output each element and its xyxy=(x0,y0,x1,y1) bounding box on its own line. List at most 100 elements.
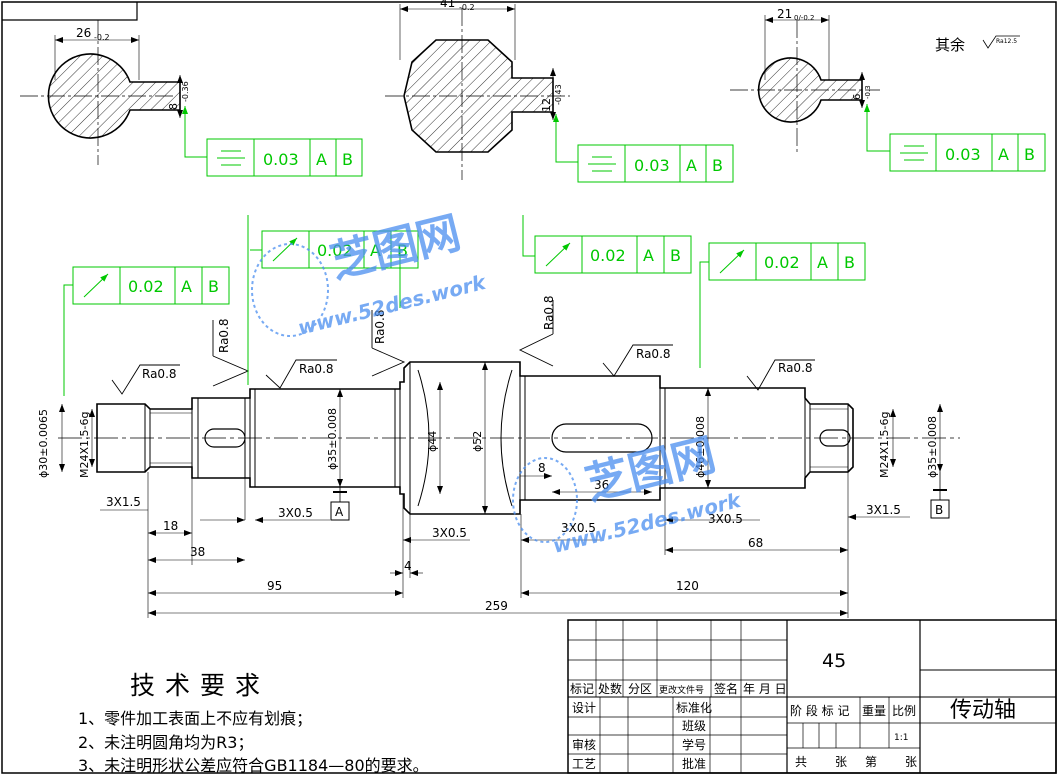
runout-4-tol: 0.02 xyxy=(764,253,800,272)
dim-chamfer-6: 3X1.5 xyxy=(866,503,901,517)
dim-d44: ϕ44 xyxy=(426,431,439,452)
length-dimension-labels: 18 38 95 4 8 36 68 120 259 3X1.5 3X0.5 3… xyxy=(106,461,901,613)
tb-date: 年 月 日 xyxy=(743,682,787,696)
tb-class: 班级 xyxy=(682,719,706,733)
dim-chamfer-5: 3X0.5 xyxy=(708,512,743,526)
title-block xyxy=(567,619,1057,774)
section-view-2: 41 -0.2 12 -0.43 0.03 A B xyxy=(385,0,734,183)
sec2-depth: 12 xyxy=(540,98,553,112)
dim-d52: ϕ52 xyxy=(471,431,484,452)
section-view-3: 21 0/-0.2 6 -0.3 0.03 A B xyxy=(730,7,1046,172)
tb-zone: 分区 xyxy=(628,682,652,696)
sec1-tol: 0.03 xyxy=(263,150,299,169)
runout-leaders xyxy=(63,215,709,396)
dim-38: 38 xyxy=(190,545,205,559)
dim-18: 18 xyxy=(163,519,178,533)
sec1-datum-b: B xyxy=(342,150,353,169)
runout-frame-3: 0.02 A B xyxy=(534,235,692,274)
sec3-depth: 6 xyxy=(852,94,863,100)
tb-scale-val: 1:1 xyxy=(894,733,908,743)
sec3-gdt-frame: 0.03 A B xyxy=(889,133,1046,172)
ra-1: Ra0.8 xyxy=(142,367,177,381)
tb-process: 工艺 xyxy=(572,757,596,771)
sec3-tol: 0.03 xyxy=(945,145,981,164)
datum-a-label: A xyxy=(335,505,344,519)
diameter-dimensions: ϕ30±0.0065 M24X1.5-6g ϕ35±0.008 ϕ44 ϕ52 … xyxy=(37,362,943,514)
tb-nth: 第 xyxy=(865,755,877,769)
sec3-width-tol: 0/-0.2 xyxy=(794,14,814,22)
runout-1-d2: B xyxy=(208,277,219,296)
tb-scale: 比例 xyxy=(892,704,916,718)
runout-3-d1: A xyxy=(643,246,654,265)
sec1-width: 26 xyxy=(76,26,91,40)
tb-part-name: 传动轴 xyxy=(950,698,1016,723)
runout-frame-2: 0.02 A B xyxy=(261,230,419,269)
ra-6: Ra0.8 xyxy=(373,309,387,344)
sec3-width: 21 xyxy=(777,7,792,21)
corner-box xyxy=(2,2,138,21)
sec2-tol: 0.03 xyxy=(634,156,670,175)
runout-1-tol: 0.02 xyxy=(128,277,164,296)
tb-sheet: 张 xyxy=(835,755,847,769)
tb-material: 45 xyxy=(822,650,846,672)
sec1-width-tol: -0.2 xyxy=(94,33,110,42)
watermark-2: 芝图网 www.52des.work xyxy=(512,429,744,558)
tb-standard: 标准化 xyxy=(676,701,712,715)
tb-sheet2: 张 xyxy=(905,755,917,769)
keyway-left xyxy=(204,428,246,448)
remaining-roughness-note: 其余 Ra12.5 xyxy=(935,35,1020,54)
remaining-ra: Ra12.5 xyxy=(996,38,1017,45)
dim-m24-left: M24X1.5-6g xyxy=(78,412,91,478)
sec3-datum-b: B xyxy=(1024,145,1035,164)
section-view-1: 26 -0.2 8 -0.36 0.03 A B xyxy=(20,20,363,177)
runout-frame-4: 0.02 A B xyxy=(708,242,866,281)
tb-design: 设计 xyxy=(572,701,596,715)
runout-4-d2: B xyxy=(844,253,855,272)
dim-95: 95 xyxy=(267,579,282,593)
sec1-depth: 8 xyxy=(167,103,180,110)
tb-mark: 标记 xyxy=(570,682,594,696)
watermark-1-text: 芝图网 xyxy=(325,207,465,288)
runout-2-tol: 0.02 xyxy=(317,241,353,260)
tb-review: 审核 xyxy=(572,737,596,752)
tb-count: 处数 xyxy=(598,681,622,696)
dim-chamfer-4: 3X0.5 xyxy=(561,521,596,535)
shaft-main-view xyxy=(58,361,960,515)
keyway-right xyxy=(819,429,851,447)
dim-68: 68 xyxy=(748,536,763,550)
sec2-datum-b: B xyxy=(712,156,723,175)
ra-7: Ra0.8 xyxy=(542,295,556,330)
dim-d46: ϕ46±0.008 xyxy=(694,416,707,478)
ra-3: Ra0.8 xyxy=(636,347,671,361)
tb-student-id: 学号 xyxy=(682,737,706,752)
watermark-1: 芝图网 www.52des.work xyxy=(251,207,489,340)
datum-b: B xyxy=(930,472,950,519)
dim-d30: ϕ30±0.0065 xyxy=(37,409,50,478)
tb-sign: 签名 xyxy=(714,681,738,696)
dim-chamfer-1: 3X1.5 xyxy=(106,495,141,509)
sec3-datum-a: A xyxy=(998,145,1009,164)
runout-frame-1: 0.02 A B xyxy=(72,266,230,305)
runout-1-d1: A xyxy=(181,277,192,296)
dim-8: 8 xyxy=(538,461,546,475)
dim-4: 4 xyxy=(404,559,412,573)
dim-36: 36 xyxy=(594,478,609,492)
sec2-width: 41 xyxy=(440,0,455,10)
runout-4-d1: A xyxy=(817,253,828,272)
sec1-datum-a: A xyxy=(316,150,327,169)
tb-total: 共 xyxy=(795,755,807,769)
watermark-1-url: www.52des.work xyxy=(295,270,489,340)
dim-d35-1: ϕ35±0.008 xyxy=(326,408,339,470)
sec1-gdt-frame: 0.03 A B xyxy=(206,138,363,177)
tb-weight: 重量 xyxy=(862,704,886,718)
tb-approve: 批准 xyxy=(682,756,706,771)
tech-req-item-2: 2、未注明圆角均为R3； xyxy=(78,733,254,752)
datum-a: A xyxy=(330,487,350,521)
roughness-labels: Ra0.8 Ra0.8 Ra0.8 Ra0.8 Ra0.8 Ra0.8 Ra0.… xyxy=(142,295,813,381)
tech-req-item-1: 1、零件加工表面上不应有划痕； xyxy=(78,709,313,728)
sec2-gdt-frame: 0.03 A B xyxy=(577,144,734,183)
sec2-datum-a: A xyxy=(686,156,697,175)
dim-chamfer-2: 3X0.5 xyxy=(278,506,313,520)
